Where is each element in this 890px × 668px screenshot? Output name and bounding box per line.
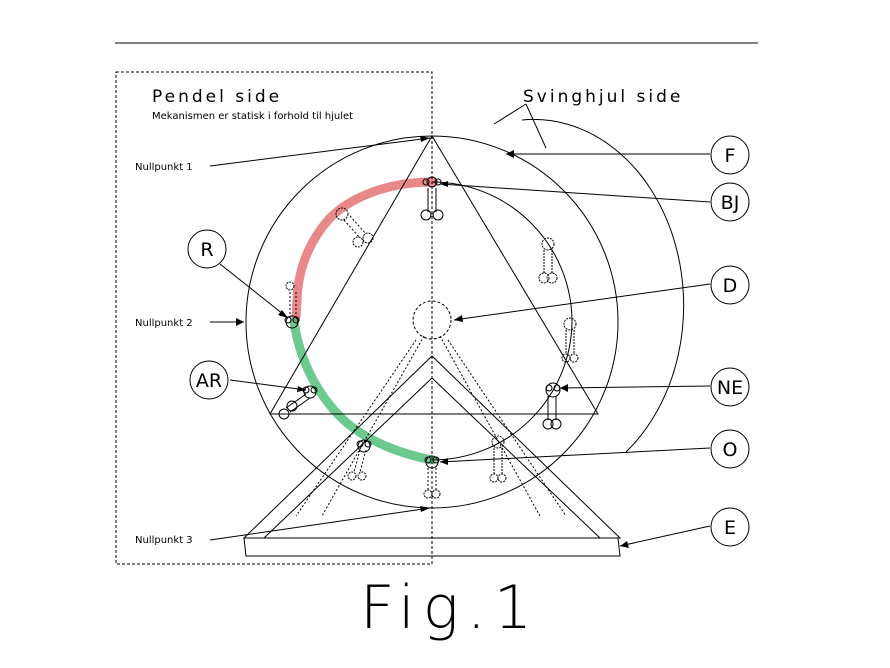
callout-F: F xyxy=(710,135,750,175)
pendulum-unit-top-right xyxy=(538,237,558,284)
hub-circle xyxy=(412,300,452,340)
leader-R xyxy=(219,263,289,319)
leader-D xyxy=(453,283,711,321)
inner-triangle xyxy=(269,135,599,415)
leader-np1 xyxy=(209,137,431,167)
leader-E xyxy=(619,525,711,547)
inner-circle-arc xyxy=(431,181,573,461)
leader-O xyxy=(439,447,711,463)
svg-text:F: F xyxy=(725,145,736,167)
arrowheads xyxy=(236,136,629,548)
svg-text:AR: AR xyxy=(196,370,222,392)
red-arc xyxy=(291,177,437,323)
svg-text:NE: NE xyxy=(717,377,743,399)
leader-flywheel-2 xyxy=(525,103,547,149)
callout-D: D xyxy=(710,265,750,305)
pendulum-unit-bottom-left xyxy=(347,439,372,481)
callout-R: R xyxy=(187,229,227,269)
pendulum-side-title: Pendel side xyxy=(152,87,282,107)
svg-text:O: O xyxy=(723,439,738,461)
pendulum-unit-bottom xyxy=(423,455,441,499)
leader-AR xyxy=(229,379,307,391)
leader-flywheel-1 xyxy=(493,103,527,125)
arcs xyxy=(289,177,437,465)
pendulum-unit-lower-left xyxy=(278,385,318,420)
pendulum-unit-top xyxy=(420,176,444,221)
callout-BJ: BJ xyxy=(710,182,750,222)
stand-frame xyxy=(242,355,622,557)
flywheel-side-title: Svinghjul side xyxy=(523,87,683,107)
pendulum-unit-right-upper xyxy=(561,317,579,363)
support-struts xyxy=(295,335,567,517)
leader-BJ xyxy=(439,183,711,203)
pendulum-unit-right-lower xyxy=(489,435,507,483)
leader-NE xyxy=(559,385,711,389)
flywheel-arc xyxy=(521,118,685,453)
null-point-3-label: Nullpunkt 3 xyxy=(135,535,193,546)
svg-text:R: R xyxy=(200,239,213,261)
null-point-2-label: Nullpunkt 2 xyxy=(135,318,193,329)
svg-text:D: D xyxy=(723,275,738,297)
figure-caption: Fig.1 xyxy=(360,573,540,643)
pendulum-unit-right xyxy=(542,382,562,430)
pendulum-unit-left xyxy=(284,281,300,329)
null-point-1-label: Nullpunkt 1 xyxy=(135,162,193,173)
callout-E: E xyxy=(710,507,750,547)
leader-lines xyxy=(209,103,711,547)
leader-np3 xyxy=(209,507,431,541)
pendulum-side-subtitle: Mekanismen er statisk i forhold til hjul… xyxy=(152,111,353,122)
callout-AR: AR xyxy=(189,360,229,400)
svg-text:E: E xyxy=(724,517,736,539)
pendulum-unit-upper-left xyxy=(335,207,374,248)
svg-text:BJ: BJ xyxy=(721,192,740,214)
pendulum-units xyxy=(278,176,579,499)
green-arc xyxy=(289,317,437,465)
callout-NE: NE xyxy=(710,367,750,407)
callout-O: O xyxy=(710,429,750,469)
